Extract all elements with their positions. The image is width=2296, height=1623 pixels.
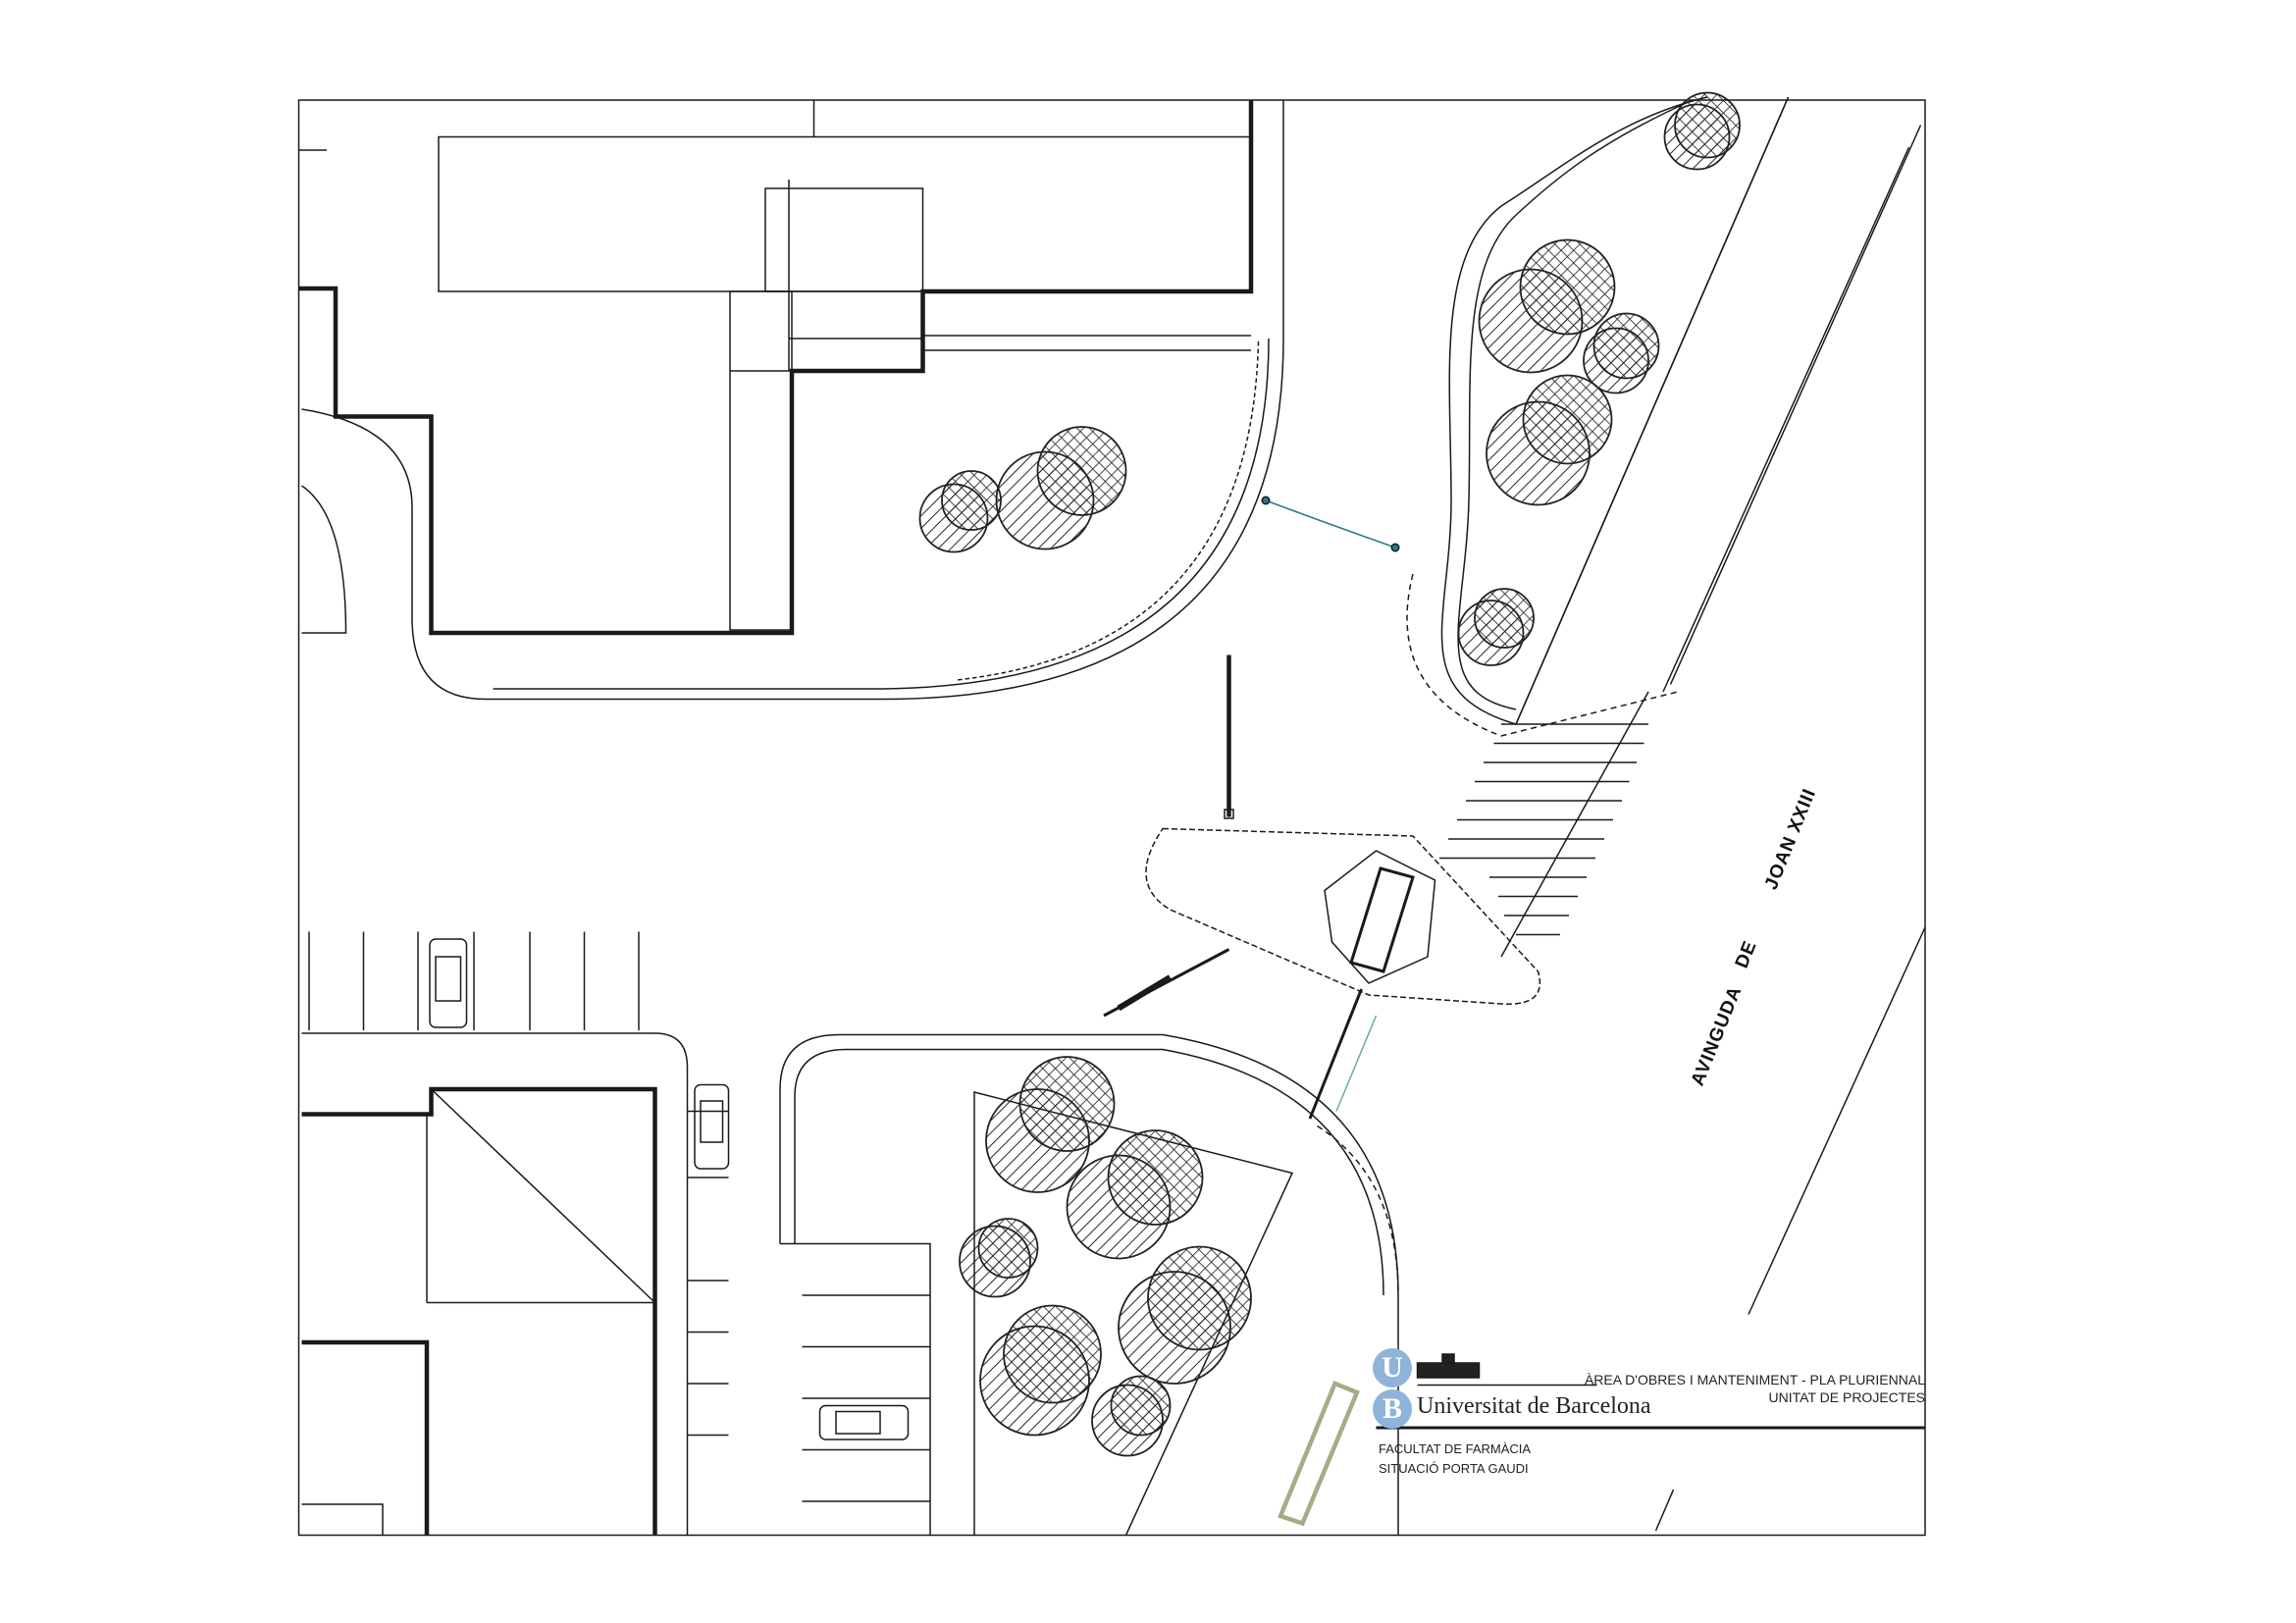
car-icon bbox=[429, 938, 468, 1028]
crosswalk bbox=[1439, 691, 1649, 958]
tree-icon bbox=[1118, 1271, 1231, 1385]
tree-icon bbox=[979, 1325, 1090, 1437]
tree-icon bbox=[1091, 1384, 1164, 1457]
tree-icon bbox=[1457, 600, 1525, 666]
project-line-2: SITUACIÓ PORTA GAUDI bbox=[1379, 1461, 1529, 1476]
curb-top bbox=[301, 100, 1284, 701]
car-icon bbox=[694, 1083, 730, 1170]
tree-icon bbox=[985, 1088, 1090, 1193]
tree-icon bbox=[1066, 1154, 1172, 1260]
tree-icon bbox=[1663, 103, 1731, 171]
parking-top-left bbox=[308, 931, 729, 1437]
department-line-2: UNITAT DE PROJECTES bbox=[1768, 1389, 1925, 1405]
tree-icon bbox=[959, 1225, 1031, 1298]
logo-u-icon: U bbox=[1373, 1348, 1412, 1387]
porta-gaudi-gate bbox=[1308, 850, 1436, 1120]
department-line-1: ÀREA D'OBRES I MANTENIMENT - PLA PLURIEN… bbox=[1584, 1372, 1925, 1387]
island-right bbox=[1440, 96, 1790, 725]
tree-icon bbox=[1486, 400, 1591, 506]
building-logo-icon bbox=[1416, 1353, 1481, 1379]
drawing-frame bbox=[297, 99, 1926, 1537]
institution-name: Universitat de Barcelona bbox=[1417, 1393, 1651, 1419]
building-bottom-left bbox=[301, 1086, 657, 1536]
project-line-1: FACULTAT DE FARMÀCIA bbox=[1379, 1441, 1532, 1456]
tree-icon bbox=[1583, 327, 1649, 394]
tree-icon bbox=[1478, 268, 1584, 374]
building-top-left bbox=[298, 100, 1254, 636]
logo-b-icon: B bbox=[1373, 1389, 1412, 1429]
traffic-island bbox=[1145, 827, 1541, 1005]
car-icon bbox=[818, 1404, 910, 1440]
parking-bottom-middle bbox=[802, 1294, 930, 1502]
tree-icon bbox=[995, 450, 1095, 550]
tree-icon bbox=[918, 483, 989, 553]
curb-bottom-middle bbox=[779, 1033, 1399, 1536]
